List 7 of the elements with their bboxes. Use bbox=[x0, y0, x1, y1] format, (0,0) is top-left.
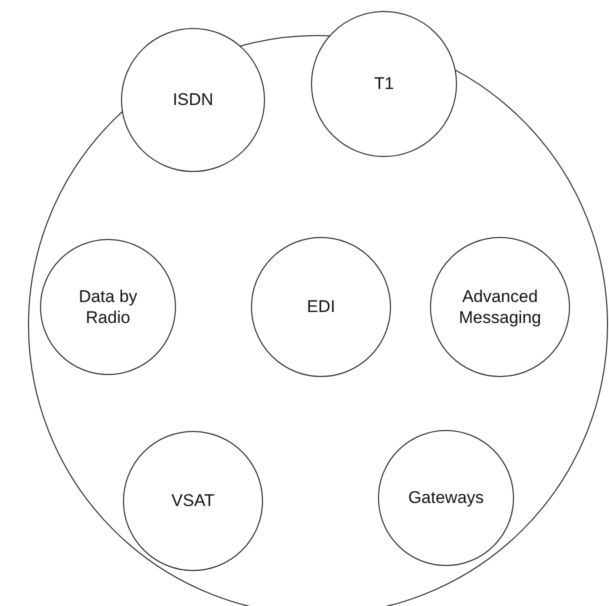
circle-label: EDI bbox=[306, 296, 336, 318]
circle-label: Advanced Messaging bbox=[458, 286, 542, 328]
circle-label: T1 bbox=[374, 73, 394, 95]
circle-label: Gateways bbox=[408, 487, 484, 509]
circle-label: Data by Radio bbox=[78, 286, 138, 328]
circle-label: VSAT bbox=[171, 490, 215, 512]
circle-label: ISDN bbox=[172, 89, 214, 111]
